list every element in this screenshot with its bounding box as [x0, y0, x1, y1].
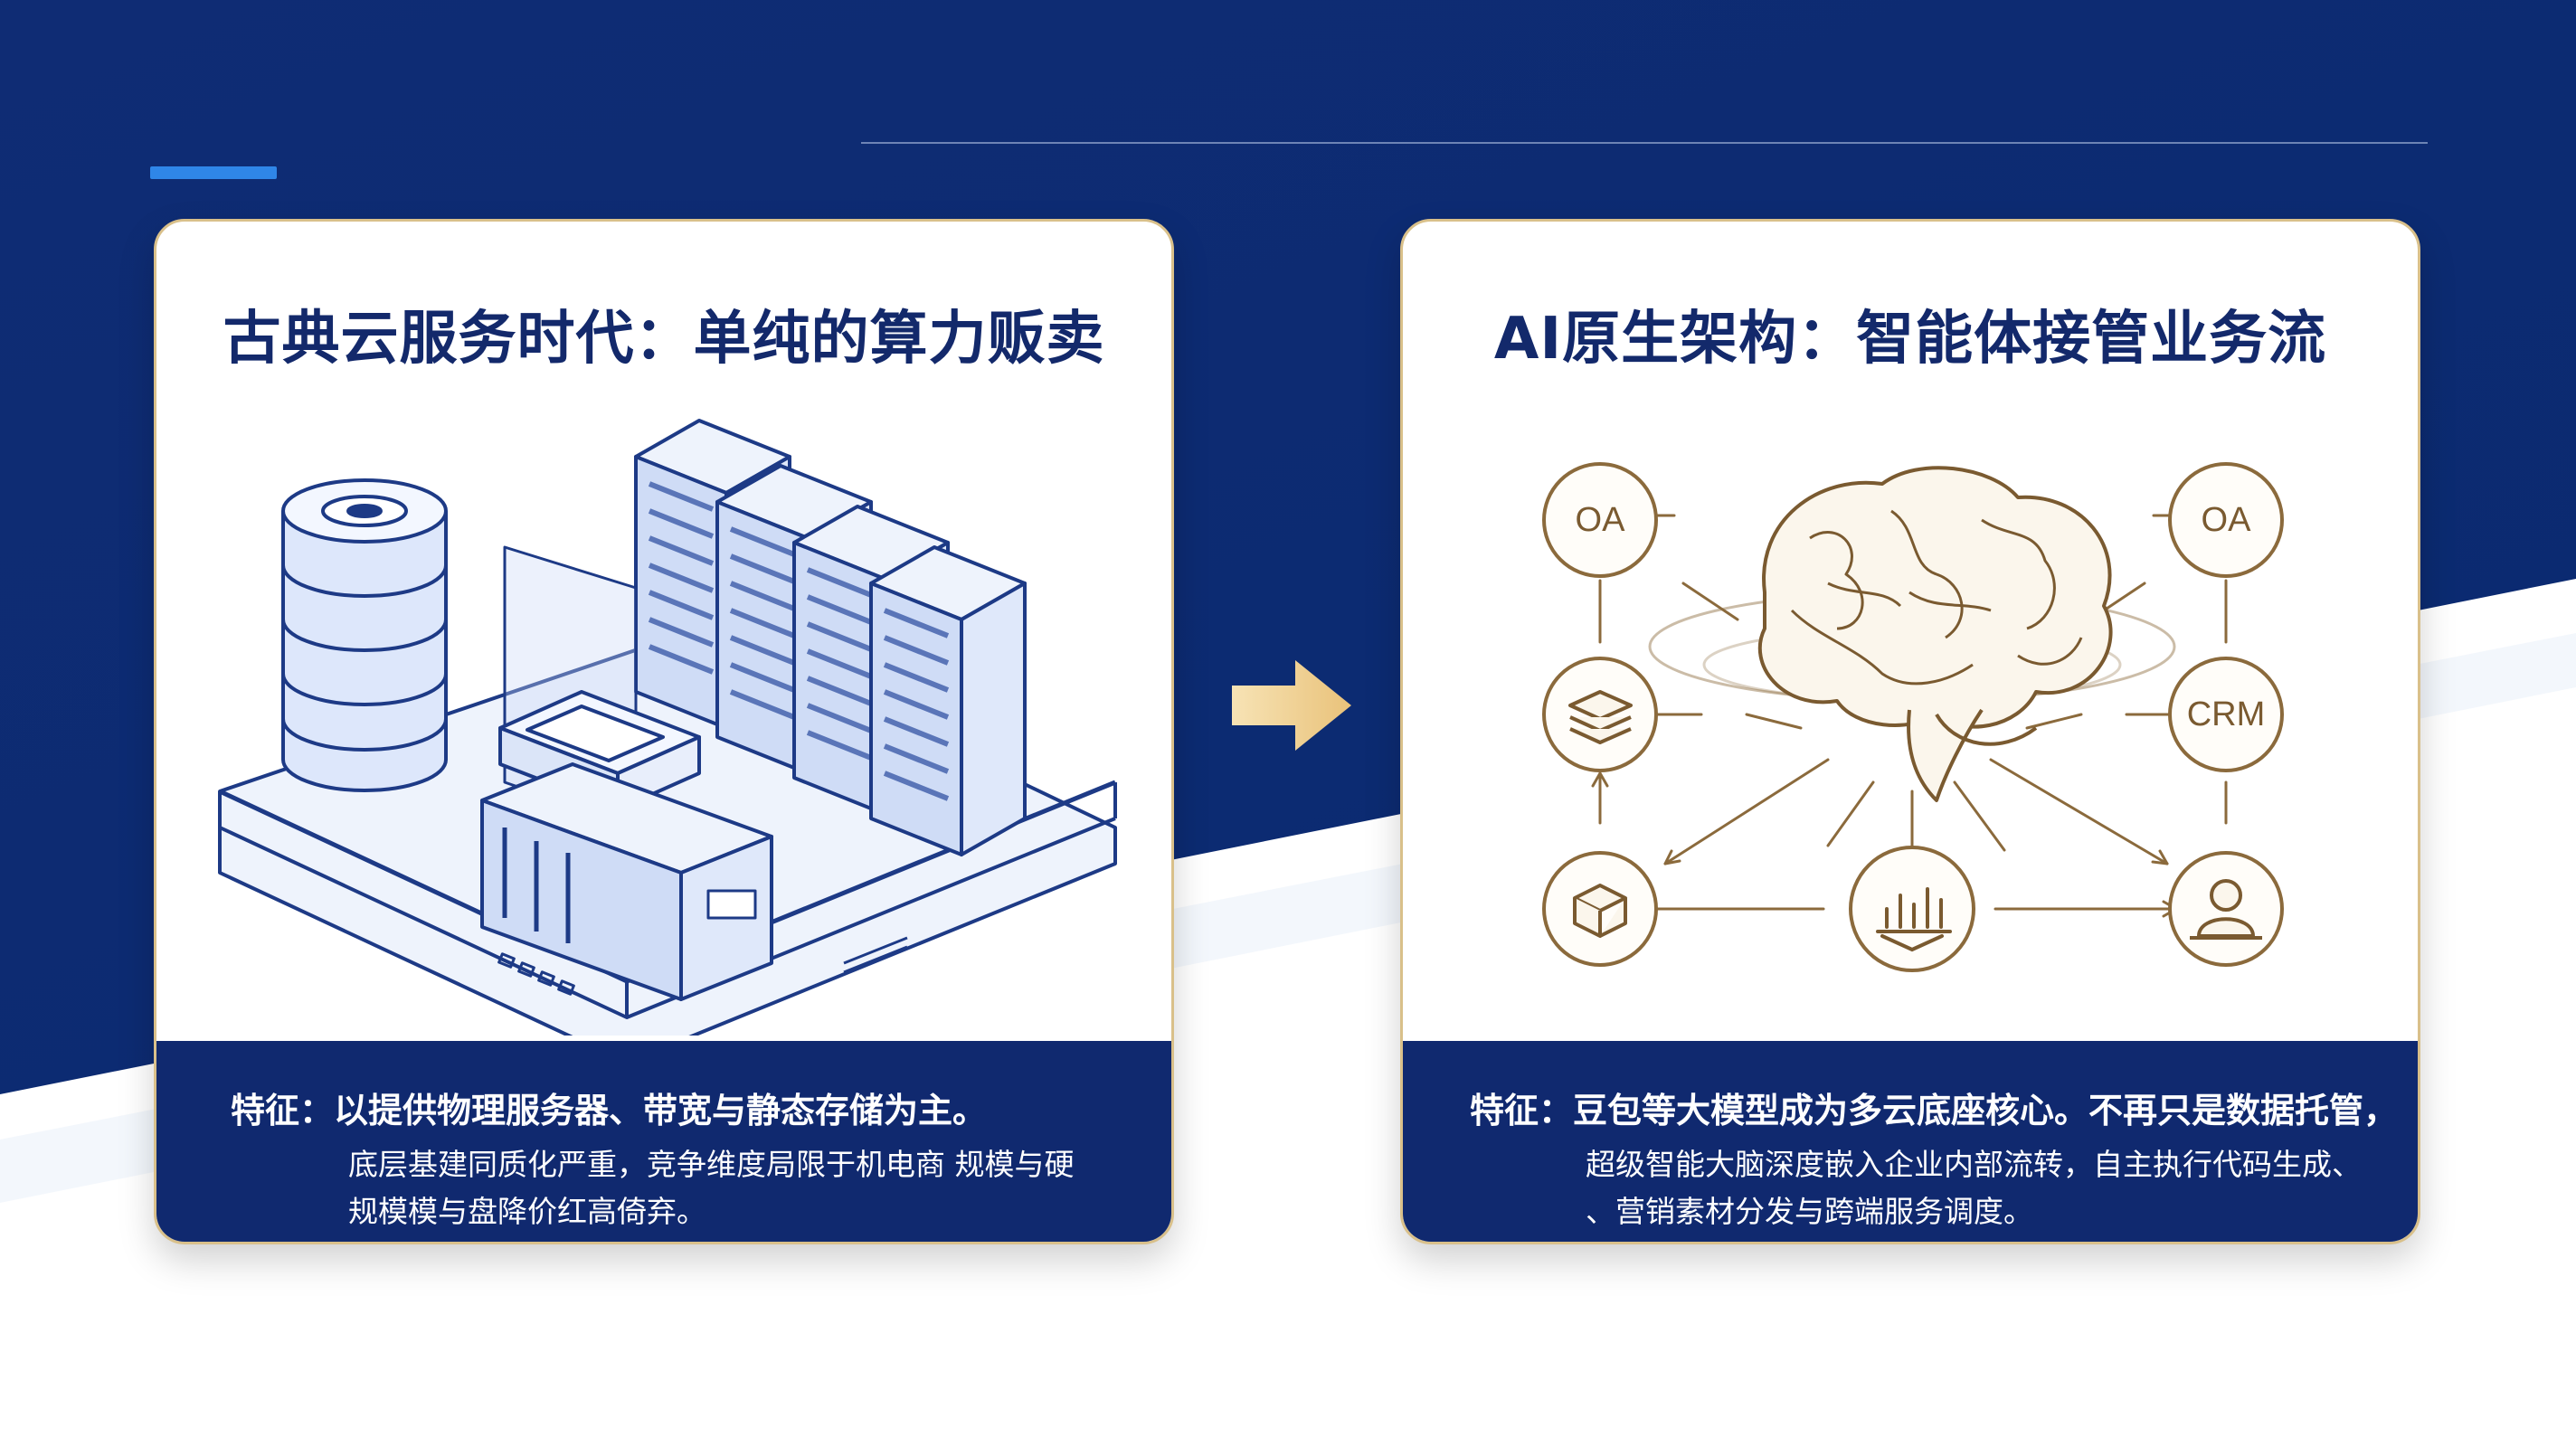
server-box-icon — [480, 690, 773, 1001]
feature-line: 底层基建同质化严重，竞争维度局限于机电商 规模与硬 — [348, 1147, 1075, 1182]
legacy-cloud-features: 特征：以提供物理服务器、带宽与静态存储为主。 底层基建同质化严重，竞争维度局限于… — [156, 1041, 1171, 1242]
ai-native-card: AI原生架构：智能体接管业务流 — [1400, 219, 2420, 1244]
accent-bar — [150, 166, 277, 179]
legacy-cloud-title: 古典云服务时代：单纯的算力贩卖 — [223, 306, 1105, 373]
ai-network-illustration — [1542, 462, 2284, 972]
ai-native-features: 特征：豆包等大模型成为多云底座核心。不再只是数据托管， 超级智能大脑深度嵌入企业… — [1403, 1041, 2418, 1242]
database-icon — [281, 478, 448, 792]
box-icon — [1573, 884, 1627, 938]
chart-icon — [1876, 887, 1952, 952]
feature-line: 、营销素材分发与跨端服务调度。 — [1586, 1194, 2033, 1229]
server-rack-icon — [503, 419, 1027, 856]
feature-line: 特征：以提供物理服务器、带宽与静态存储为主。 — [231, 1091, 988, 1130]
legacy-cloud-card: 古典云服务时代：单纯的算力贩卖 — [154, 219, 1174, 1244]
data-center-illustration — [218, 419, 1117, 1036]
feature-line: 超级智能大脑深度嵌入企业内部流转，自主执行代码生成、 — [1586, 1147, 2362, 1182]
ai-native-title: AI原生架构：智能体接管业务流 — [1493, 306, 2327, 373]
brain-icon — [1757, 466, 2113, 802]
oa-node-left — [1542, 462, 1658, 578]
top-divider — [861, 142, 2428, 144]
user-icon — [2190, 879, 2262, 940]
feature-line: 规模模与盘降价红高倚弃。 — [348, 1194, 706, 1229]
arrow-right-icon — [1232, 660, 1351, 751]
feature-line: 特征：豆包等大模型成为多云底座核心。不再只是数据托管， — [1470, 1091, 2399, 1130]
layers-icon — [1568, 690, 1633, 744]
crm-node — [2168, 657, 2284, 772]
oa-label-right: OA — [2201, 500, 2251, 539]
oa-node-right — [2168, 462, 2284, 578]
crm-label: CRM — [2186, 695, 2266, 733]
oa-label-left: OA — [1575, 500, 1625, 539]
